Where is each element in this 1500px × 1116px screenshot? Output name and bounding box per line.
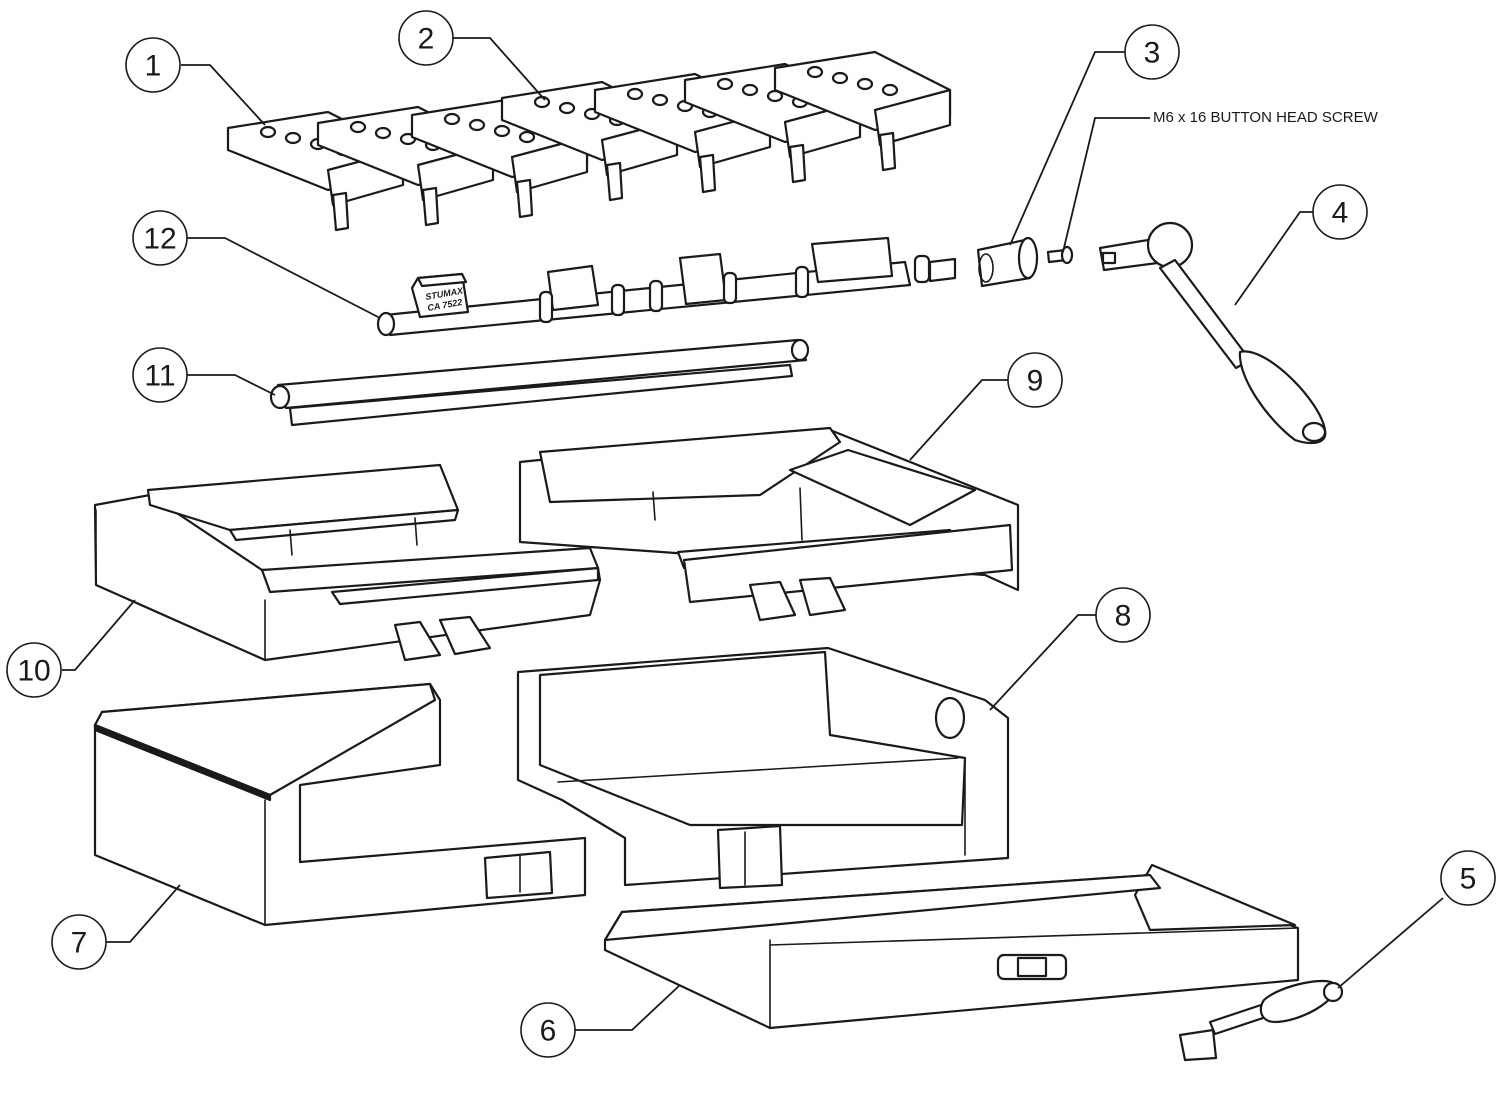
callout-label: 4 bbox=[1332, 197, 1349, 230]
callout-11: 11 bbox=[132, 347, 188, 403]
button-head-screw bbox=[1046, 245, 1074, 265]
callout-2: 2 bbox=[398, 10, 454, 66]
jaw-pin bbox=[533, 95, 551, 109]
jaw-pin bbox=[651, 93, 669, 107]
callout-1: 1 bbox=[125, 37, 181, 93]
part-7-left-box bbox=[93, 682, 587, 927]
jaw-blocks-row bbox=[226, 50, 952, 232]
part-12-shaft: STUMAX CA 7522 bbox=[376, 236, 957, 337]
part-8-right-tray bbox=[516, 646, 1010, 890]
jaw-pin bbox=[716, 77, 734, 91]
callout-9: 9 bbox=[1007, 352, 1063, 408]
jaw-pin bbox=[493, 124, 511, 138]
callout-10: 10 bbox=[6, 642, 62, 698]
jaw-pin bbox=[284, 131, 302, 145]
callout-label: 5 bbox=[1460, 863, 1477, 896]
callout-8: 8 bbox=[1095, 587, 1151, 643]
part-10-left-frame bbox=[93, 463, 602, 662]
part-5-small-handle bbox=[1178, 979, 1344, 1062]
jaw-pin bbox=[558, 101, 576, 115]
callout-label: 7 bbox=[71, 927, 88, 960]
part-3-coupling bbox=[976, 236, 1039, 288]
jaw-pin bbox=[881, 83, 899, 97]
callout-label: 3 bbox=[1144, 37, 1161, 70]
jaw-pin bbox=[443, 112, 461, 126]
callout-label: 11 bbox=[144, 360, 175, 393]
jaw-block bbox=[773, 50, 952, 172]
jaw-pin bbox=[831, 71, 849, 85]
leader-lines bbox=[62, 37, 1444, 1031]
callout-label: 12 bbox=[143, 223, 176, 256]
jaw-pin bbox=[626, 87, 644, 101]
callout-5: 5 bbox=[1440, 850, 1496, 906]
jaw-pin bbox=[741, 83, 759, 97]
jaw-pin bbox=[374, 126, 392, 140]
part-6-base-tray bbox=[603, 863, 1300, 1030]
part-9-right-frame bbox=[518, 426, 1020, 622]
callout-label: 8 bbox=[1115, 600, 1132, 633]
callout-label: 10 bbox=[17, 655, 50, 688]
part-4-handle bbox=[1098, 221, 1327, 445]
callout-12: 12 bbox=[132, 210, 188, 266]
jaw-pin bbox=[349, 120, 367, 134]
callout-7: 7 bbox=[51, 914, 107, 970]
jaw-pin bbox=[518, 130, 536, 144]
screw-note-label: M6 x 16 BUTTON HEAD SCREW bbox=[1153, 109, 1379, 126]
jaw-pin bbox=[856, 77, 874, 91]
jaw-pin bbox=[806, 65, 824, 79]
jaw-pin bbox=[468, 118, 486, 132]
callout-label: 1 bbox=[145, 50, 162, 83]
jaw-pin bbox=[259, 125, 277, 139]
part-11-rail bbox=[269, 338, 810, 427]
callout-3: 3 bbox=[1124, 24, 1180, 80]
callout-label: 6 bbox=[540, 1015, 557, 1048]
callout-label: 9 bbox=[1027, 365, 1044, 398]
callout-6: 6 bbox=[520, 1002, 576, 1058]
callout-label: 2 bbox=[418, 23, 435, 56]
callout-4: 4 bbox=[1312, 184, 1368, 240]
